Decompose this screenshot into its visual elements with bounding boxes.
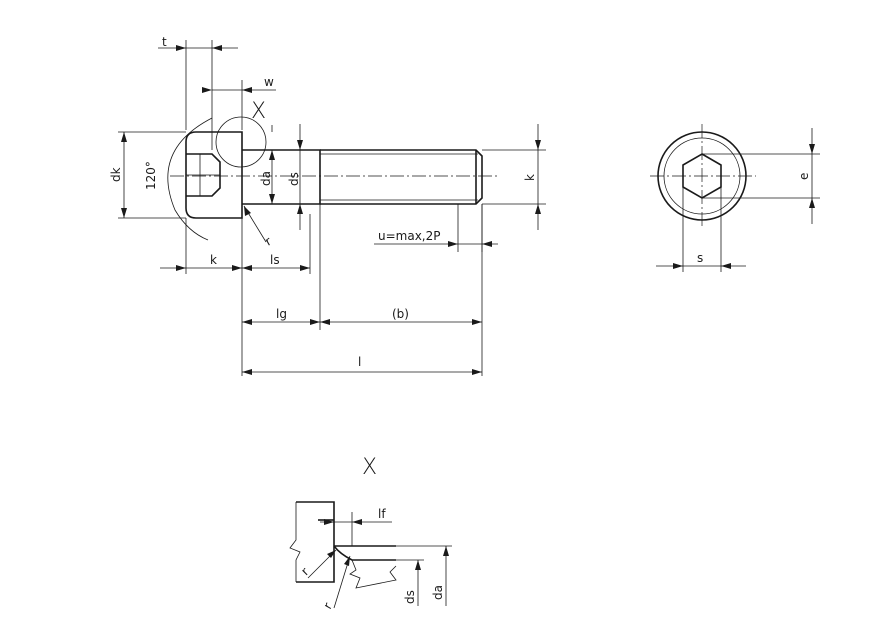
label-l: l <box>358 355 361 369</box>
label-r-detail-2: r <box>320 600 335 611</box>
label-angle: 120° <box>144 161 158 190</box>
label-k: k <box>210 253 217 267</box>
dim-r: r <box>243 205 274 249</box>
dim-dk: dk <box>109 131 186 219</box>
label-e: e <box>797 173 811 180</box>
label-dk: dk <box>109 167 123 182</box>
label-u: u=max,2P <box>378 229 441 243</box>
dim-k-side: k <box>482 124 546 230</box>
dim-w: w <box>202 75 276 130</box>
label-r: r <box>263 234 274 249</box>
label-lf: lf <box>378 507 386 521</box>
label-k-side: k <box>523 174 537 181</box>
detail-dims: ds da <box>396 545 452 606</box>
bolt-side-view <box>167 116 500 241</box>
label-ls: ls <box>270 253 280 267</box>
dim-e: e <box>702 128 820 224</box>
dim-t: t <box>158 35 238 150</box>
dim-ds: ds <box>287 124 303 230</box>
dim-u: u=max,2P <box>374 204 498 252</box>
bolt-end-view <box>650 124 756 228</box>
label-ds-detail: ds <box>403 590 417 604</box>
label-t: t <box>162 35 167 49</box>
dim-s: s <box>656 187 746 272</box>
label-r-detail-1: r <box>298 565 311 578</box>
label-lg: lg <box>276 307 287 321</box>
label-w: w <box>264 75 274 89</box>
dim-da: da <box>259 150 275 204</box>
label-da-detail: da <box>431 585 445 600</box>
label-s: s <box>697 251 703 265</box>
label-x: X <box>251 99 266 124</box>
label-da: da <box>259 171 273 186</box>
label-detail-x: X <box>362 455 377 480</box>
label-ds: ds <box>287 172 301 186</box>
dim-l: l <box>242 355 482 375</box>
detail-x-view: lf <box>289 501 397 589</box>
dim-lg-b: lg (b) <box>242 204 483 376</box>
dim-k-ls: k ls <box>160 214 311 376</box>
label-b: (b) <box>392 307 409 321</box>
detail-r-leaders: r r <box>298 549 351 612</box>
